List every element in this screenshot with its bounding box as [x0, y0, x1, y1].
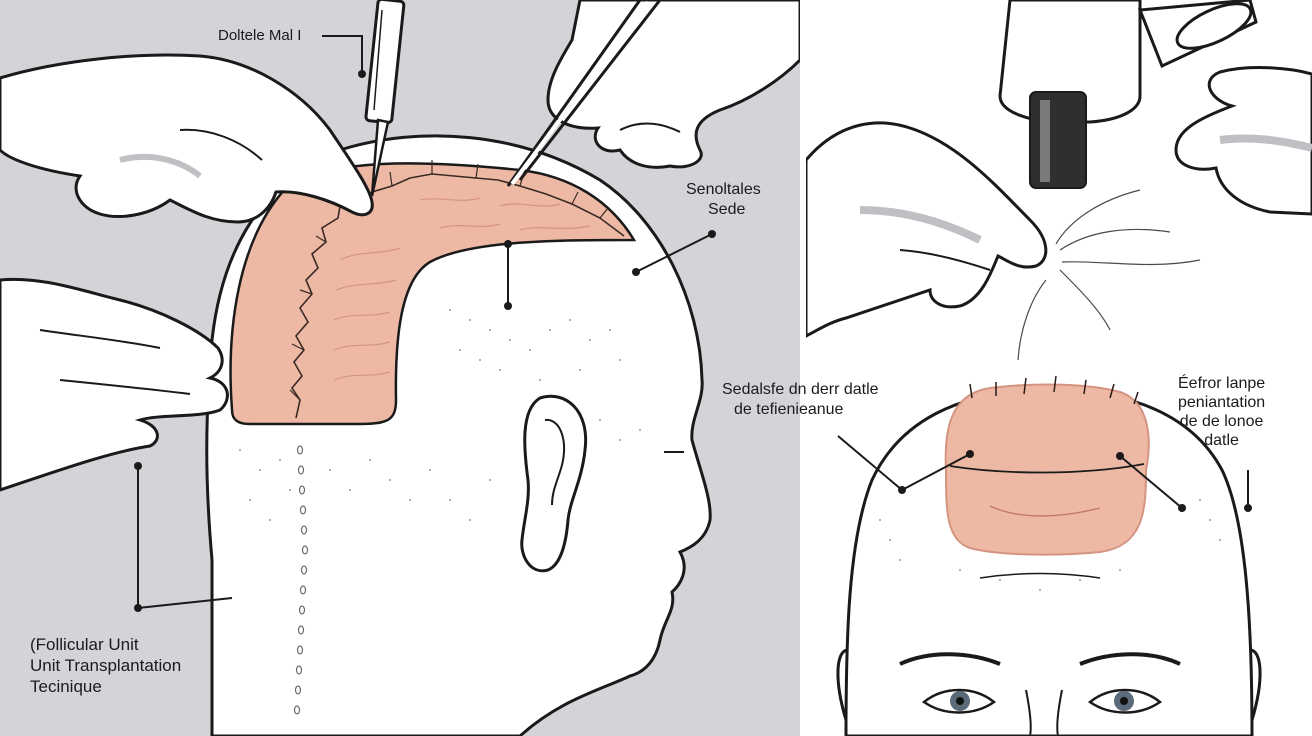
label-site: Senoltales Sede [686, 180, 761, 220]
leader-dot-icon [504, 240, 512, 248]
hand-lower-left-finger [59, 379, 191, 395]
donor-strip-dotted-line [293, 445, 309, 715]
pupil-right [1120, 697, 1128, 705]
leader-dot-icon [134, 604, 142, 612]
label-technique-line-3: Tecinique [30, 677, 102, 696]
leader-dot-icon [632, 268, 640, 276]
hand-lower-left-knuckle [39, 329, 161, 349]
label-technique-line-1: (Follicular Unit [30, 635, 139, 654]
hand-right-panel-right [1174, 66, 1312, 216]
ear-outline [520, 394, 588, 573]
leader-right-to-graft [1119, 455, 1183, 509]
forehead-wrinkle [979, 572, 1101, 579]
right-leader-lines [837, 435, 1252, 512]
leader-dot-icon [898, 486, 906, 494]
label-center: Sedalsfe dn derr datle de tefienieanue [722, 380, 879, 420]
leader-center-left [837, 435, 903, 491]
hand-right-panel-left-outline [806, 121, 1048, 338]
leader-dot-icon [134, 462, 142, 470]
forceps-icon [506, 0, 662, 187]
leader-senoltales [635, 233, 713, 273]
head-front-stubble [879, 499, 1221, 591]
graft-patch-fill [944, 383, 1150, 556]
scalp-stubble-dots [239, 309, 641, 521]
graft-patch-edge [949, 463, 1145, 474]
pupil-left [956, 697, 964, 705]
graft-patch-crease [989, 505, 1101, 517]
scalpel-icon [364, 0, 406, 197]
hand-upper-left-outline [0, 53, 374, 224]
label-site-line-2: Sede [708, 201, 746, 218]
leader-dot-icon [966, 450, 974, 458]
ear-inner-fold [544, 418, 566, 506]
hand-right-panel-left-finger [899, 249, 991, 271]
label-right-line-1: Éefror lanpe [1178, 375, 1266, 392]
hand-right-panel-right-shadow [1219, 134, 1312, 152]
floating-follicles [1017, 189, 1201, 361]
graft-hair-edge [291, 173, 625, 419]
right-panel-front-view [806, 0, 1312, 736]
panel-divider [800, 0, 806, 736]
leader-dot-icon [358, 70, 366, 78]
hand-upper-left [0, 53, 374, 224]
label-technique: (Follicular Unit Unit Transplantation Te… [30, 634, 181, 697]
label-site-line-1: Senoltales [686, 181, 761, 198]
leader-dot-icon [708, 230, 716, 238]
leader-center-to-graft [901, 453, 971, 491]
hand-right-panel-left [806, 121, 1048, 338]
right-panel-drawing [806, 0, 1312, 736]
hand-lower-left [0, 277, 229, 492]
label-top-instrument: Doltele Mal I [218, 26, 301, 46]
label-right-line-3: de de lonoe [1179, 413, 1264, 430]
graft-strip-texture [333, 197, 591, 381]
left-panel-drawing [0, 0, 800, 736]
ear-right-front [1249, 648, 1262, 721]
leader-top [322, 35, 363, 72]
label-right-line-2: peniantation [1178, 394, 1266, 411]
leader-dot-icon [1178, 504, 1186, 512]
leader-dot-icon [504, 302, 512, 310]
label-right-line-4: datle [1204, 432, 1239, 449]
leader-dot-icon [1116, 452, 1124, 460]
microscope-icon [998, 0, 1258, 189]
label-right: Éefror lanpe peniantation de de lonoe da… [1178, 374, 1265, 450]
label-center-line-1: Sedalsfe dn derr datle [722, 381, 879, 398]
label-center-line-2: de tefienieanue [734, 401, 844, 418]
graft-patch-front [944, 375, 1150, 556]
hand-upper-left-shadow [119, 153, 202, 179]
hand-right-panel-left-shadow [859, 206, 982, 244]
graft-patch-hairs [969, 375, 1139, 405]
label-technique-line-2: Unit Transplantation [30, 656, 182, 675]
hand-upper-left-knuckle [179, 128, 263, 161]
nose-right [1056, 689, 1063, 736]
label-top-instrument-text: Doltele Mal I [218, 27, 302, 44]
leader-dot-icon [1244, 504, 1252, 512]
ear-left-front [836, 648, 849, 721]
left-panel-fut-side-view: Doltele Mal I Senoltales Sede (Follicula… [0, 0, 800, 736]
brow-left [899, 652, 1001, 666]
brow-right [1079, 652, 1181, 666]
hand-upper-right-finger [619, 122, 681, 133]
left-leader-lines [134, 35, 716, 612]
nose-left [1025, 689, 1032, 736]
